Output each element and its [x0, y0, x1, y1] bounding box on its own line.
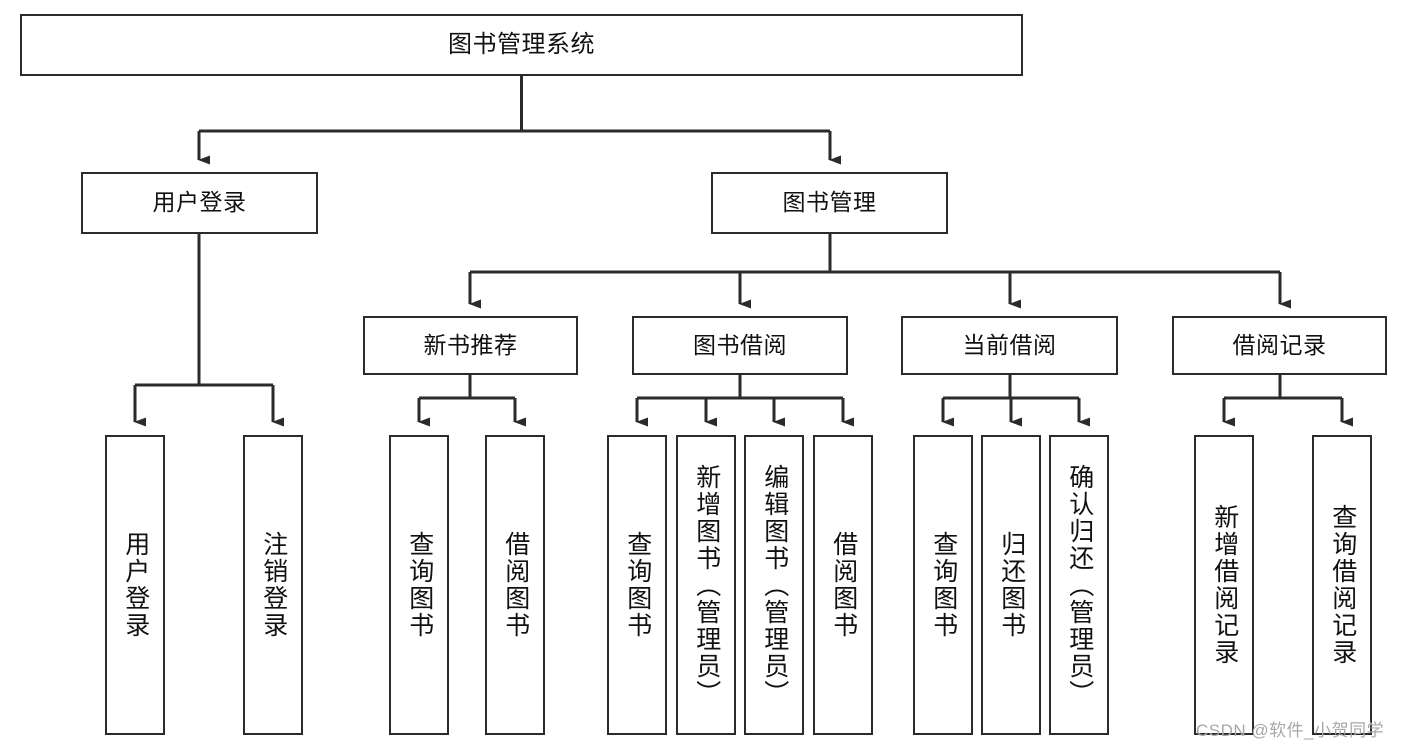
node-leaf-borrow-book-recommend[interactable]: 借阅图书	[485, 435, 545, 735]
node-leaf-user-login[interactable]: 用户登录	[105, 435, 165, 735]
node-leaf-add-borrow-record[interactable]: 新增借阅记录	[1194, 435, 1254, 735]
node-leaf-edit-book-admin[interactable]: 编辑图书（管理员）	[744, 435, 804, 735]
node-label: 编辑图书（管理员）	[760, 463, 789, 707]
node-label: 用户登录	[121, 531, 150, 639]
node-label: 查询借阅记录	[1328, 504, 1357, 666]
node-label: 图书管理系统	[448, 30, 595, 58]
node-label: 当前借阅	[962, 331, 1057, 358]
node-label: 图书管理	[782, 189, 877, 216]
node-book-borrow[interactable]: 图书借阅	[632, 316, 848, 375]
node-label: 新书推荐	[423, 331, 518, 358]
node-leaf-add-book-admin[interactable]: 新增图书（管理员）	[676, 435, 736, 735]
node-label: 归还图书	[997, 531, 1026, 639]
node-label: 新增图书（管理员）	[692, 463, 721, 707]
node-label: 注销登录	[259, 531, 288, 639]
node-borrow-record[interactable]: 借阅记录	[1172, 316, 1387, 375]
node-label: 查询图书	[405, 531, 434, 639]
node-leaf-query-book-recommend[interactable]: 查询图书	[389, 435, 449, 735]
node-leaf-borrow-book[interactable]: 借阅图书	[813, 435, 873, 735]
node-label: 查询图书	[623, 531, 652, 639]
node-root-system[interactable]: 图书管理系统	[20, 14, 1023, 76]
node-leaf-query-book-borrow[interactable]: 查询图书	[607, 435, 667, 735]
node-leaf-query-borrow-record[interactable]: 查询借阅记录	[1312, 435, 1372, 735]
node-current-borrow[interactable]: 当前借阅	[901, 316, 1118, 375]
node-new-book-recommend[interactable]: 新书推荐	[363, 316, 578, 375]
node-label: 图书借阅	[693, 331, 787, 358]
node-label: 用户登录	[152, 189, 247, 216]
node-label: 借阅图书	[829, 531, 858, 639]
node-user-login[interactable]: 用户登录	[81, 172, 318, 234]
node-leaf-confirm-return-admin[interactable]: 确认归还（管理员）	[1049, 435, 1109, 735]
node-label: 借阅图书	[501, 531, 530, 639]
node-leaf-return-book[interactable]: 归还图书	[981, 435, 1041, 735]
node-book-management[interactable]: 图书管理	[711, 172, 948, 234]
node-leaf-logout[interactable]: 注销登录	[243, 435, 303, 735]
node-label: 新增借阅记录	[1210, 504, 1239, 666]
node-label: 借阅记录	[1232, 331, 1327, 358]
node-label: 确认归还（管理员）	[1065, 463, 1094, 707]
node-label: 查询图书	[929, 531, 958, 639]
node-leaf-query-book-current[interactable]: 查询图书	[913, 435, 973, 735]
